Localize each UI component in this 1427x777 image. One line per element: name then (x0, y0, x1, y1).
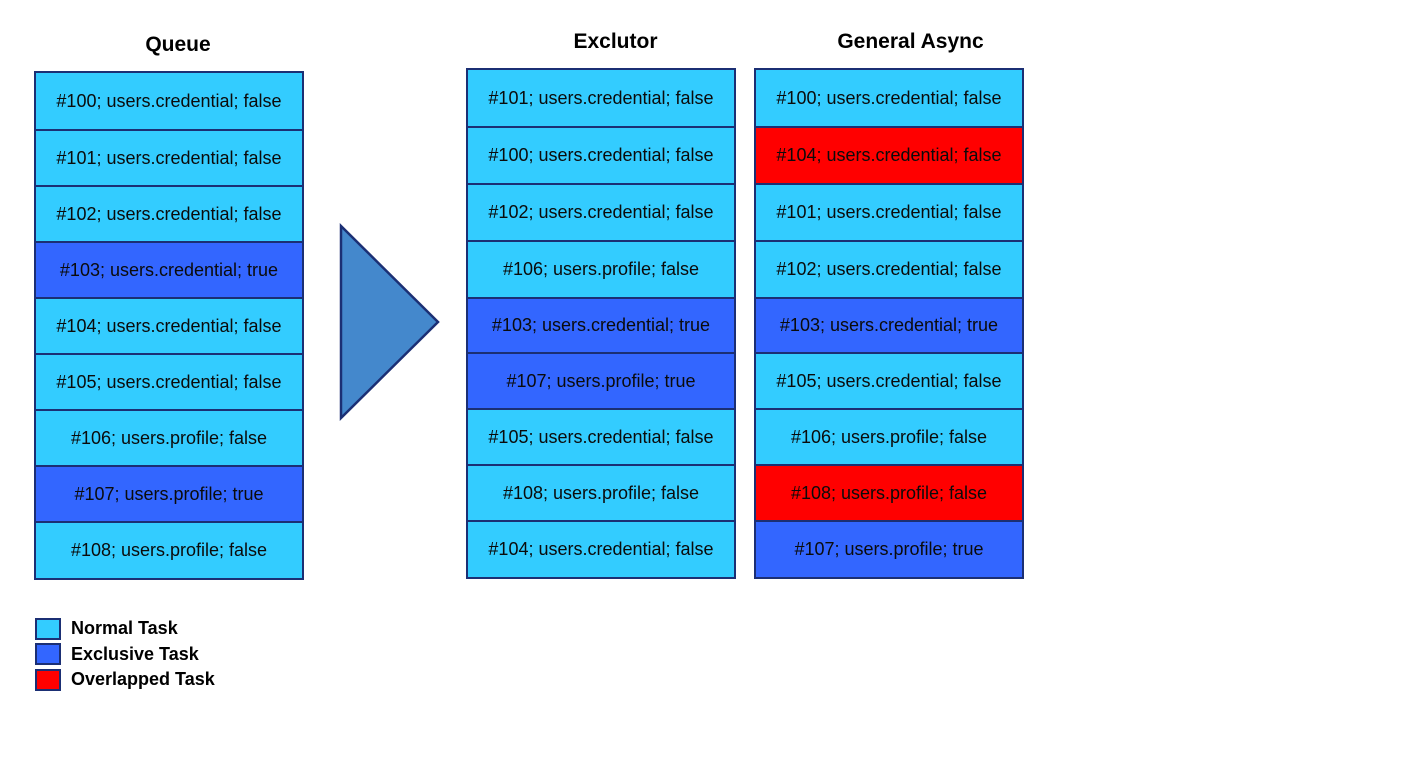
exclutor-task-normal: #104; users.credential; false (467, 521, 735, 578)
legend-swatch-exclusive (35, 643, 61, 666)
general-async-task-normal: #101; users.credential; false (755, 184, 1023, 241)
exclutor-task-exclusive: #107; users.profile; true (467, 353, 735, 409)
legend-swatch-overlapped (35, 668, 61, 691)
legend-item-normal: Normal Task (35, 616, 215, 642)
legend-item-exclusive: Exclusive Task (35, 642, 215, 668)
legend-label-exclusive: Exclusive Task (71, 643, 199, 664)
legend: Normal Task Exclusive Task Overlapped Ta… (35, 616, 215, 693)
exclutor-stack: #101; users.credential; false#100; users… (466, 68, 736, 579)
general-async-task-normal: #102; users.credential; false (755, 241, 1023, 298)
queue-task-normal: #100; users.credential; false (35, 72, 303, 130)
general-async-task-normal: #105; users.credential; false (755, 353, 1023, 409)
queue-task-normal: #108; users.profile; false (35, 522, 303, 579)
exclutor-task-normal: #106; users.profile; false (467, 241, 735, 298)
exclutor-task-normal: #108; users.profile; false (467, 465, 735, 521)
legend-item-overlapped: Overlapped Task (35, 667, 215, 693)
legend-label-normal: Normal Task (71, 618, 178, 639)
general-async-title: General Async (837, 30, 984, 53)
general-async-task-normal: #106; users.profile; false (755, 409, 1023, 465)
exclutor-task-exclusive: #103; users.credential; true (467, 298, 735, 353)
legend-label-overlapped: Overlapped Task (71, 669, 215, 690)
queue-title: Queue (145, 33, 211, 56)
queue-task-normal: #101; users.credential; false (35, 130, 303, 186)
exclutor-task-normal: #100; users.credential; false (467, 127, 735, 184)
general-async-task-exclusive: #107; users.profile; true (755, 521, 1023, 578)
queue-stack: #100; users.credential; false#101; users… (34, 71, 304, 580)
general-async-task-overlapped: #104; users.credential; false (755, 127, 1023, 184)
general-async-task-exclusive: #103; users.credential; true (755, 298, 1023, 353)
queue-task-normal: #106; users.profile; false (35, 410, 303, 466)
exclutor-title: Exclutor (573, 30, 658, 53)
exclutor-task-normal: #101; users.credential; false (467, 69, 735, 127)
exclutor-task-normal: #102; users.credential; false (467, 184, 735, 241)
queue-task-normal: #105; users.credential; false (35, 354, 303, 410)
process-arrow-icon (339, 223, 440, 421)
queue-task-normal: #102; users.credential; false (35, 186, 303, 242)
queue-task-exclusive: #107; users.profile; true (35, 466, 303, 522)
queue-task-exclusive: #103; users.credential; true (35, 242, 303, 298)
general-async-stack: #100; users.credential; false#104; users… (754, 68, 1024, 579)
legend-swatch-normal (35, 617, 61, 640)
exclutor-task-normal: #105; users.credential; false (467, 409, 735, 465)
general-async-task-normal: #100; users.credential; false (755, 69, 1023, 127)
general-async-task-overlapped: #108; users.profile; false (755, 465, 1023, 521)
queue-task-normal: #104; users.credential; false (35, 298, 303, 354)
